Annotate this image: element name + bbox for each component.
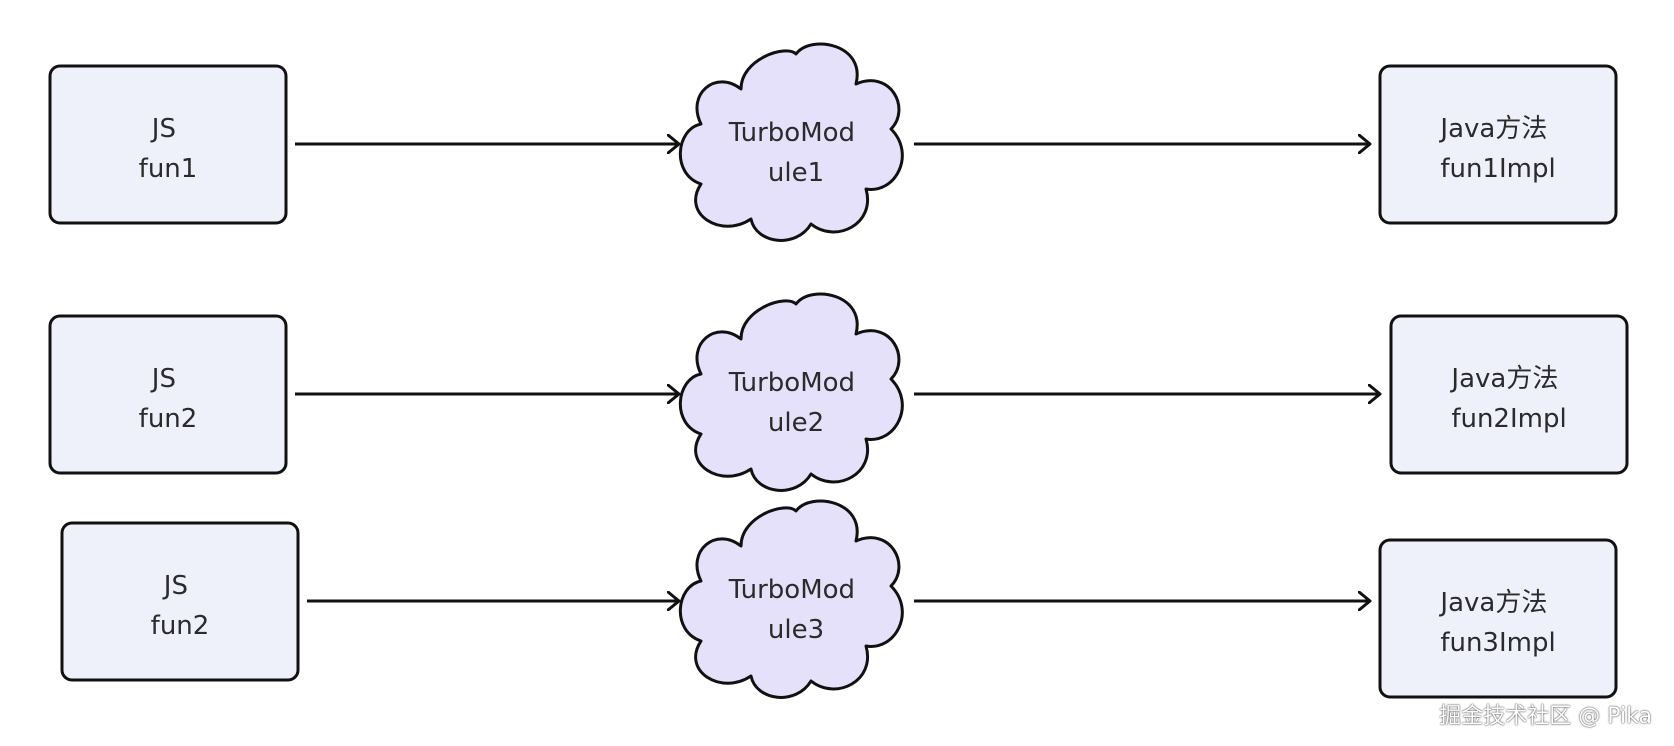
js-box-3-line2: fun2 (151, 611, 210, 641)
js-box-1-label: JS fun1 (139, 114, 198, 184)
js-box-1-line2: fun1 (139, 154, 198, 184)
turbomodule-cloud-3 (678, 499, 904, 699)
java-box-3-label: Java方法 fun3Impl (1438, 588, 1555, 658)
js-box-2-line1: JS (150, 364, 176, 394)
js-box-3-label: JS fun2 (151, 571, 210, 641)
java-box-2-line1: Java方法 (1449, 364, 1558, 394)
cloud-shape-1 (678, 42, 904, 242)
java-box-3-line1: Java方法 (1438, 588, 1547, 618)
turbomodule-3-line2: ule3 (768, 615, 824, 645)
js-box-2-label: JS fun2 (139, 364, 198, 434)
row-2: JS fun2 TurboMod ule2 Java方法 fun2Impl (48, 292, 1629, 492)
cloud-shape-2 (678, 292, 904, 492)
java-box-2-line2: fun2Impl (1451, 404, 1566, 434)
turbomodule-1-label: TurboMod ule1 (728, 118, 864, 188)
js-box-2 (48, 314, 288, 475)
turbomodule-2-line2: ule2 (768, 408, 824, 438)
turbomodule-2-line1: TurboMod (728, 368, 855, 398)
js-box-3-line1: JS (162, 571, 188, 601)
turbomodule-3-label: TurboMod ule3 (728, 575, 864, 645)
java-box-2 (1389, 314, 1629, 475)
cloud-shape-3 (678, 499, 904, 699)
turbomodule-1-line1: TurboMod (728, 118, 855, 148)
turbomodule-1-line2: ule1 (768, 158, 824, 188)
java-box-1-line1: Java方法 (1438, 114, 1547, 144)
java-box-1 (1378, 64, 1618, 225)
java-box-1-line2: fun1Impl (1440, 154, 1555, 184)
turbomodule-3-line1: TurboMod (728, 575, 855, 605)
watermark: 掘金技术社区 @ Pika (1439, 704, 1652, 729)
js-box-2-line2: fun2 (139, 404, 198, 434)
turbomodule-cloud-1 (678, 42, 904, 242)
js-box-3 (60, 521, 300, 682)
js-box-1 (48, 64, 288, 225)
java-box-3-line2: fun3Impl (1440, 628, 1555, 658)
java-box-1-label: Java方法 fun1Impl (1438, 114, 1555, 184)
java-box-2-label: Java方法 fun2Impl (1449, 364, 1566, 434)
java-box-3 (1378, 538, 1618, 699)
turbomodule-2-label: TurboMod ule2 (728, 368, 864, 438)
row-1: JS fun1 TurboMod ule1 Java方法 fun1Impl (48, 42, 1618, 242)
turbomodule-cloud-2 (678, 292, 904, 492)
js-box-1-line1: JS (150, 114, 176, 144)
row-3: JS fun2 TurboMod ule3 Java方法 fun3Impl (60, 499, 1618, 699)
